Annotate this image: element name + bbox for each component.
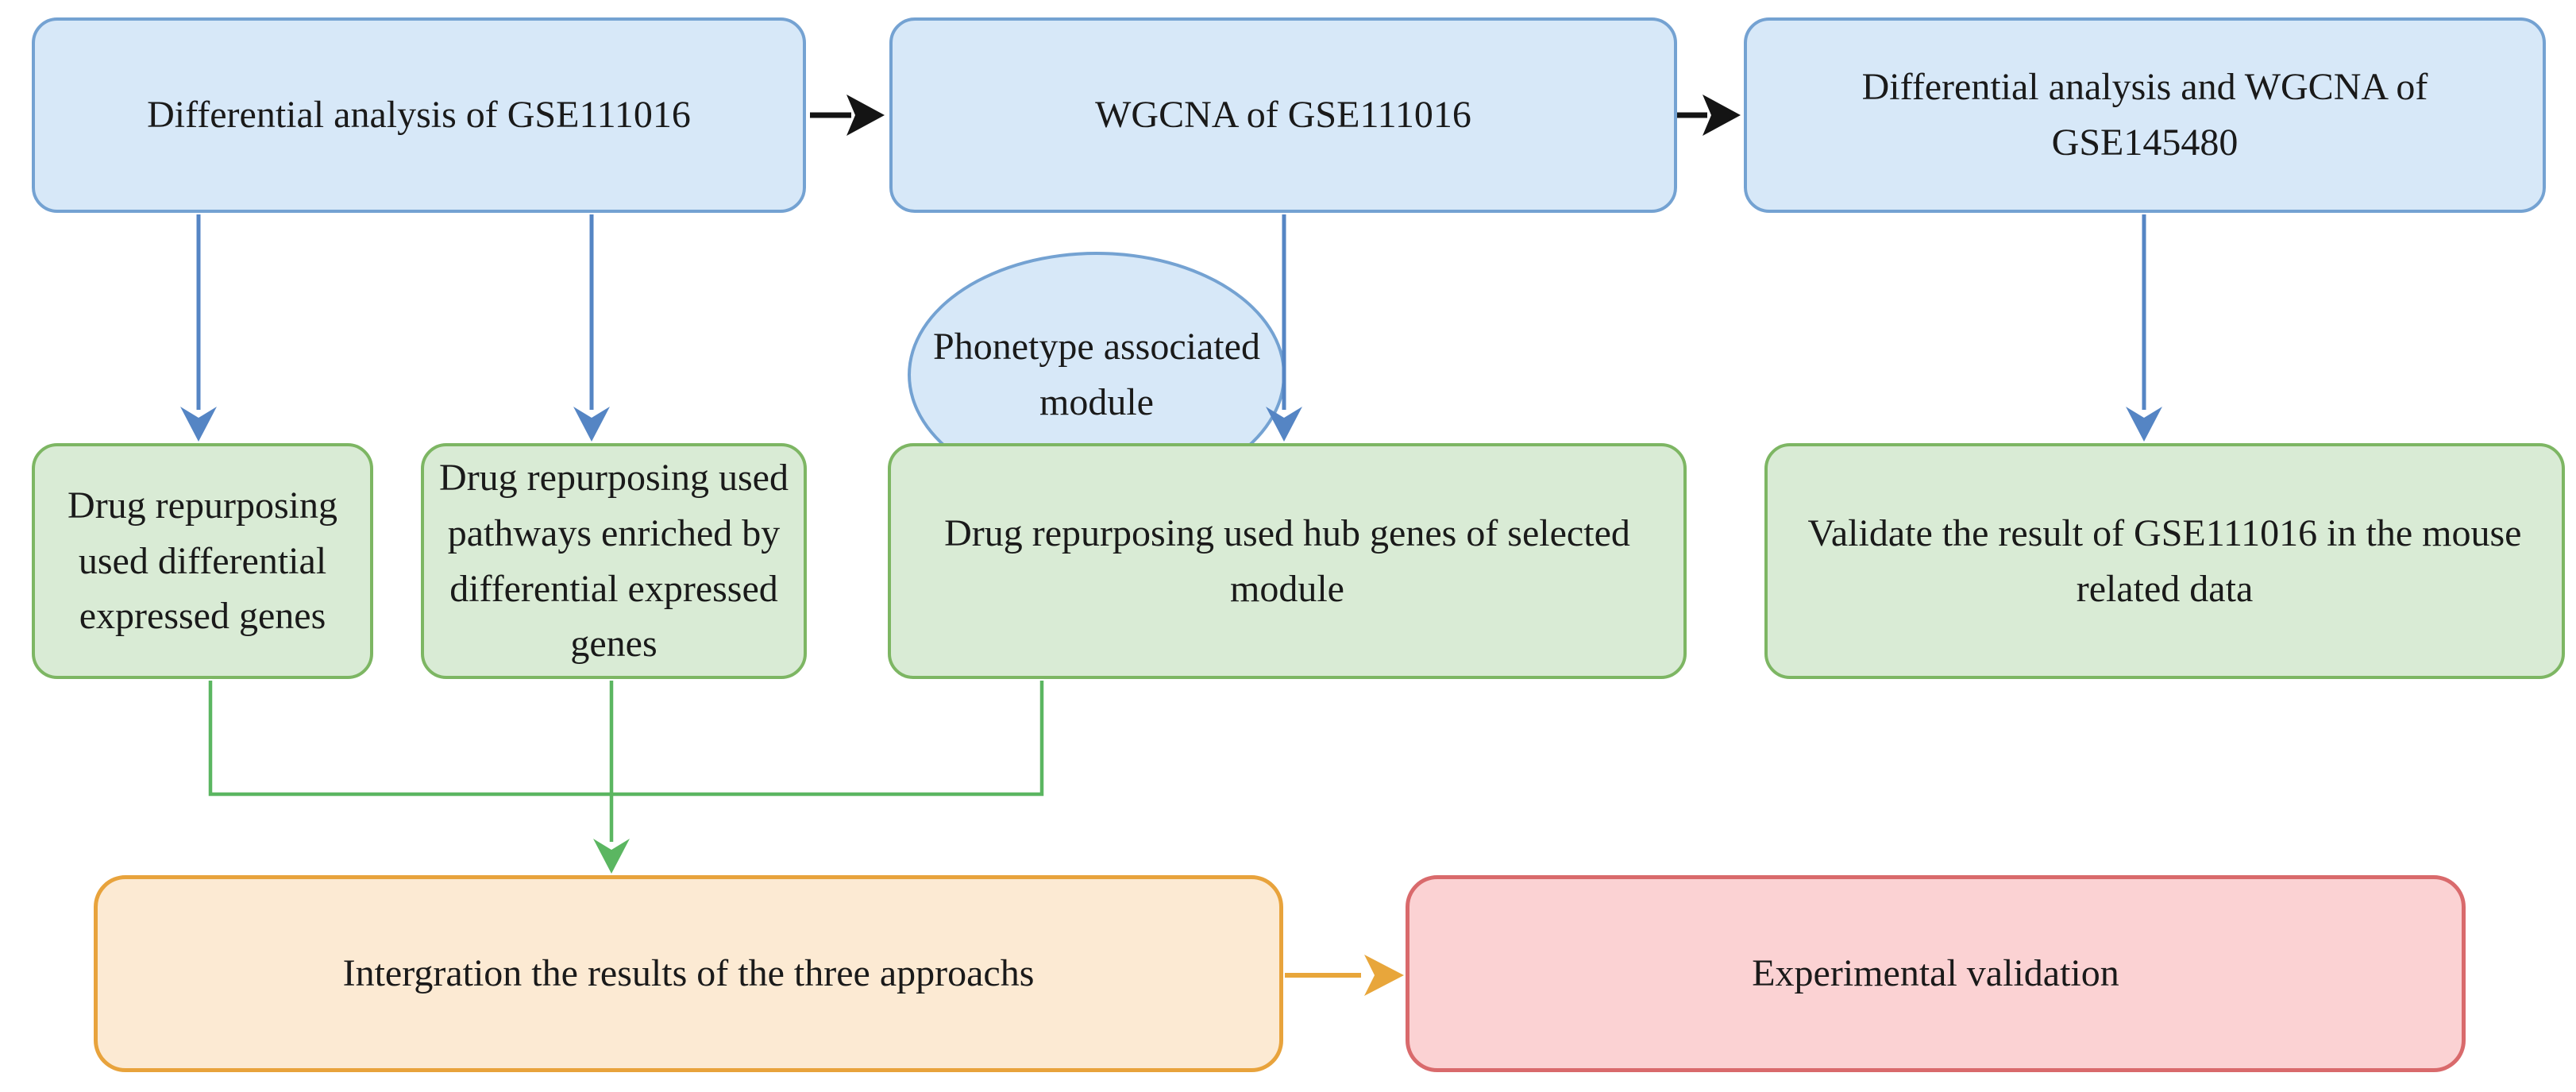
node-drug-repurposing-pathways: Drug repurposing used pathways enriched …: [421, 443, 807, 679]
node-label: Differential analysis and WGCNA of GSE14…: [1861, 66, 2428, 164]
node-label: Drug repurposing used pathways enriched …: [439, 457, 789, 666]
node-differential-analysis-gse111016: Differential analysis of GSE111016: [32, 17, 806, 213]
arrowhead-topright-to-validate: [2126, 407, 2162, 442]
arrowhead-integration-to-experimental: [1364, 955, 1404, 996]
node-drug-repurposing-deg: Drug repurposing used differential expre…: [32, 443, 373, 679]
arrowhead-topleft-to-pathways: [573, 407, 610, 442]
node-label: WGCNA of GSE111016: [1095, 94, 1471, 137]
node-drug-repurposing-hub-genes: Drug repurposing used hub genes of selec…: [888, 443, 1687, 679]
node-differential-analysis-wgcna-gse145480: Differential analysis and WGCNA of GSE14…: [1744, 17, 2546, 213]
node-label: Validate the result of GSE111016 in the …: [1807, 511, 2522, 610]
connector-green-collector: [208, 681, 1044, 797]
node-label: Drug repurposing used differential expre…: [67, 484, 337, 638]
node-integration-results: Intergration the results of the three ap…: [94, 875, 1283, 1072]
arrowhead-topleft-to-deg: [180, 407, 217, 442]
node-experimental-validation: Experimental validation: [1406, 875, 2466, 1072]
node-label: Drug repurposing used hub genes of selec…: [944, 511, 1630, 610]
arrowhead-topleft-to-topmiddle: [846, 95, 885, 136]
node-label: Phonetype associated module: [933, 326, 1260, 423]
node-label: Intergration the results of the three ap…: [342, 952, 1035, 995]
node-wgcna-gse111016: WGCNA of GSE111016: [889, 17, 1677, 213]
node-label: Experimental validation: [1752, 952, 2119, 995]
node-validate-mouse-data: Validate the result of GSE111016 in the …: [1764, 443, 2565, 679]
node-label: Differential analysis of GSE111016: [147, 94, 691, 137]
arrowhead-green-to-integration: [593, 839, 630, 874]
arrowhead-topmiddle-to-topright: [1703, 95, 1741, 136]
